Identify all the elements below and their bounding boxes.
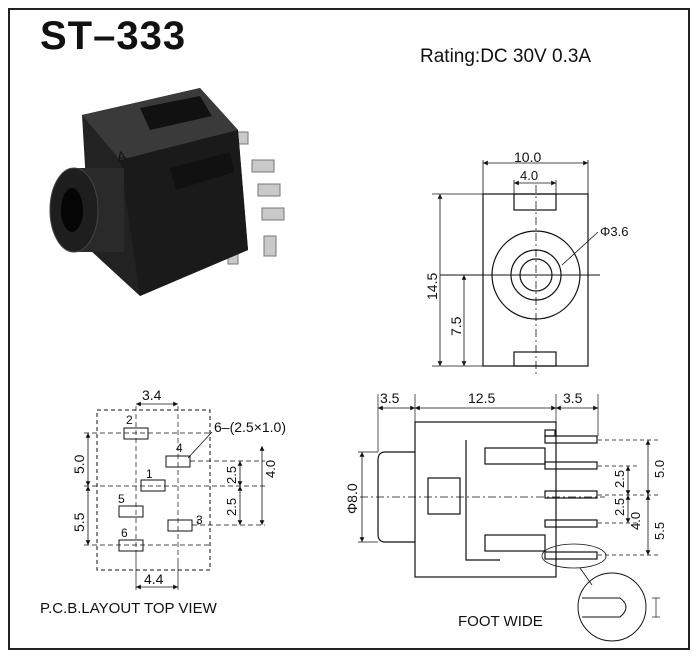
top-width-dim: 10.0 [514,149,541,165]
pcb-left-upper-dim: 5.0 [71,454,87,474]
side-diameter-dim: Φ8.0 [344,483,360,514]
pcb-pin-3: 3 [196,513,203,527]
foot-wide-caption: FOOT WIDE [458,613,543,630]
rating-label: Rating:DC 30V 0.3A [420,46,592,67]
part-number-title: ST–333 [40,14,187,58]
sheet-border [8,8,690,650]
pcb-left-lower-dim: 5.5 [71,512,87,532]
side-view-drawing [358,394,660,642]
pcb-pad-note: 6–(2.5×1.0) [214,419,286,435]
pcb-right-dim-a: 2.5 [224,466,239,484]
top-view-drawing [432,160,600,376]
side-dim-mid: 12.5 [468,390,495,406]
pcb-pin-4: 4 [176,441,183,455]
body-marking: A [115,147,128,165]
side-right-dim-5: 5.5 [652,522,667,540]
pcb-pin-6: 6 [121,526,128,540]
pcb-layout-caption: P.C.B.LAYOUT TOP VIEW [40,600,217,617]
top-center-dim: 7.5 [448,316,464,336]
side-right-dim-1: 5.0 [652,460,667,478]
pcb-right-dim-b: 4.0 [263,460,278,478]
side-dim-right: 3.5 [563,390,583,406]
side-right-dim-2: 2.5 [612,470,627,488]
pcb-pin-1: 1 [146,467,153,481]
top-hole-dim: Φ3.6 [600,224,628,239]
product-photo: A [49,88,285,296]
pcb-top-dim: 3.4 [142,387,162,403]
pcb-bottom-dim: 4.4 [144,571,164,587]
top-height-dim: 14.5 [424,273,440,300]
side-dim-left: 3.5 [380,390,400,406]
top-slot-dim: 4.0 [520,168,538,183]
pcb-pin-5: 5 [118,492,125,506]
side-right-dim-4: 4.0 [628,512,643,530]
pcb-right-dim-c: 2.5 [224,498,239,516]
side-right-dim-3: 2.5 [612,498,627,516]
pcb-layout-drawing [84,401,265,590]
pcb-pin-2: 2 [126,413,133,427]
